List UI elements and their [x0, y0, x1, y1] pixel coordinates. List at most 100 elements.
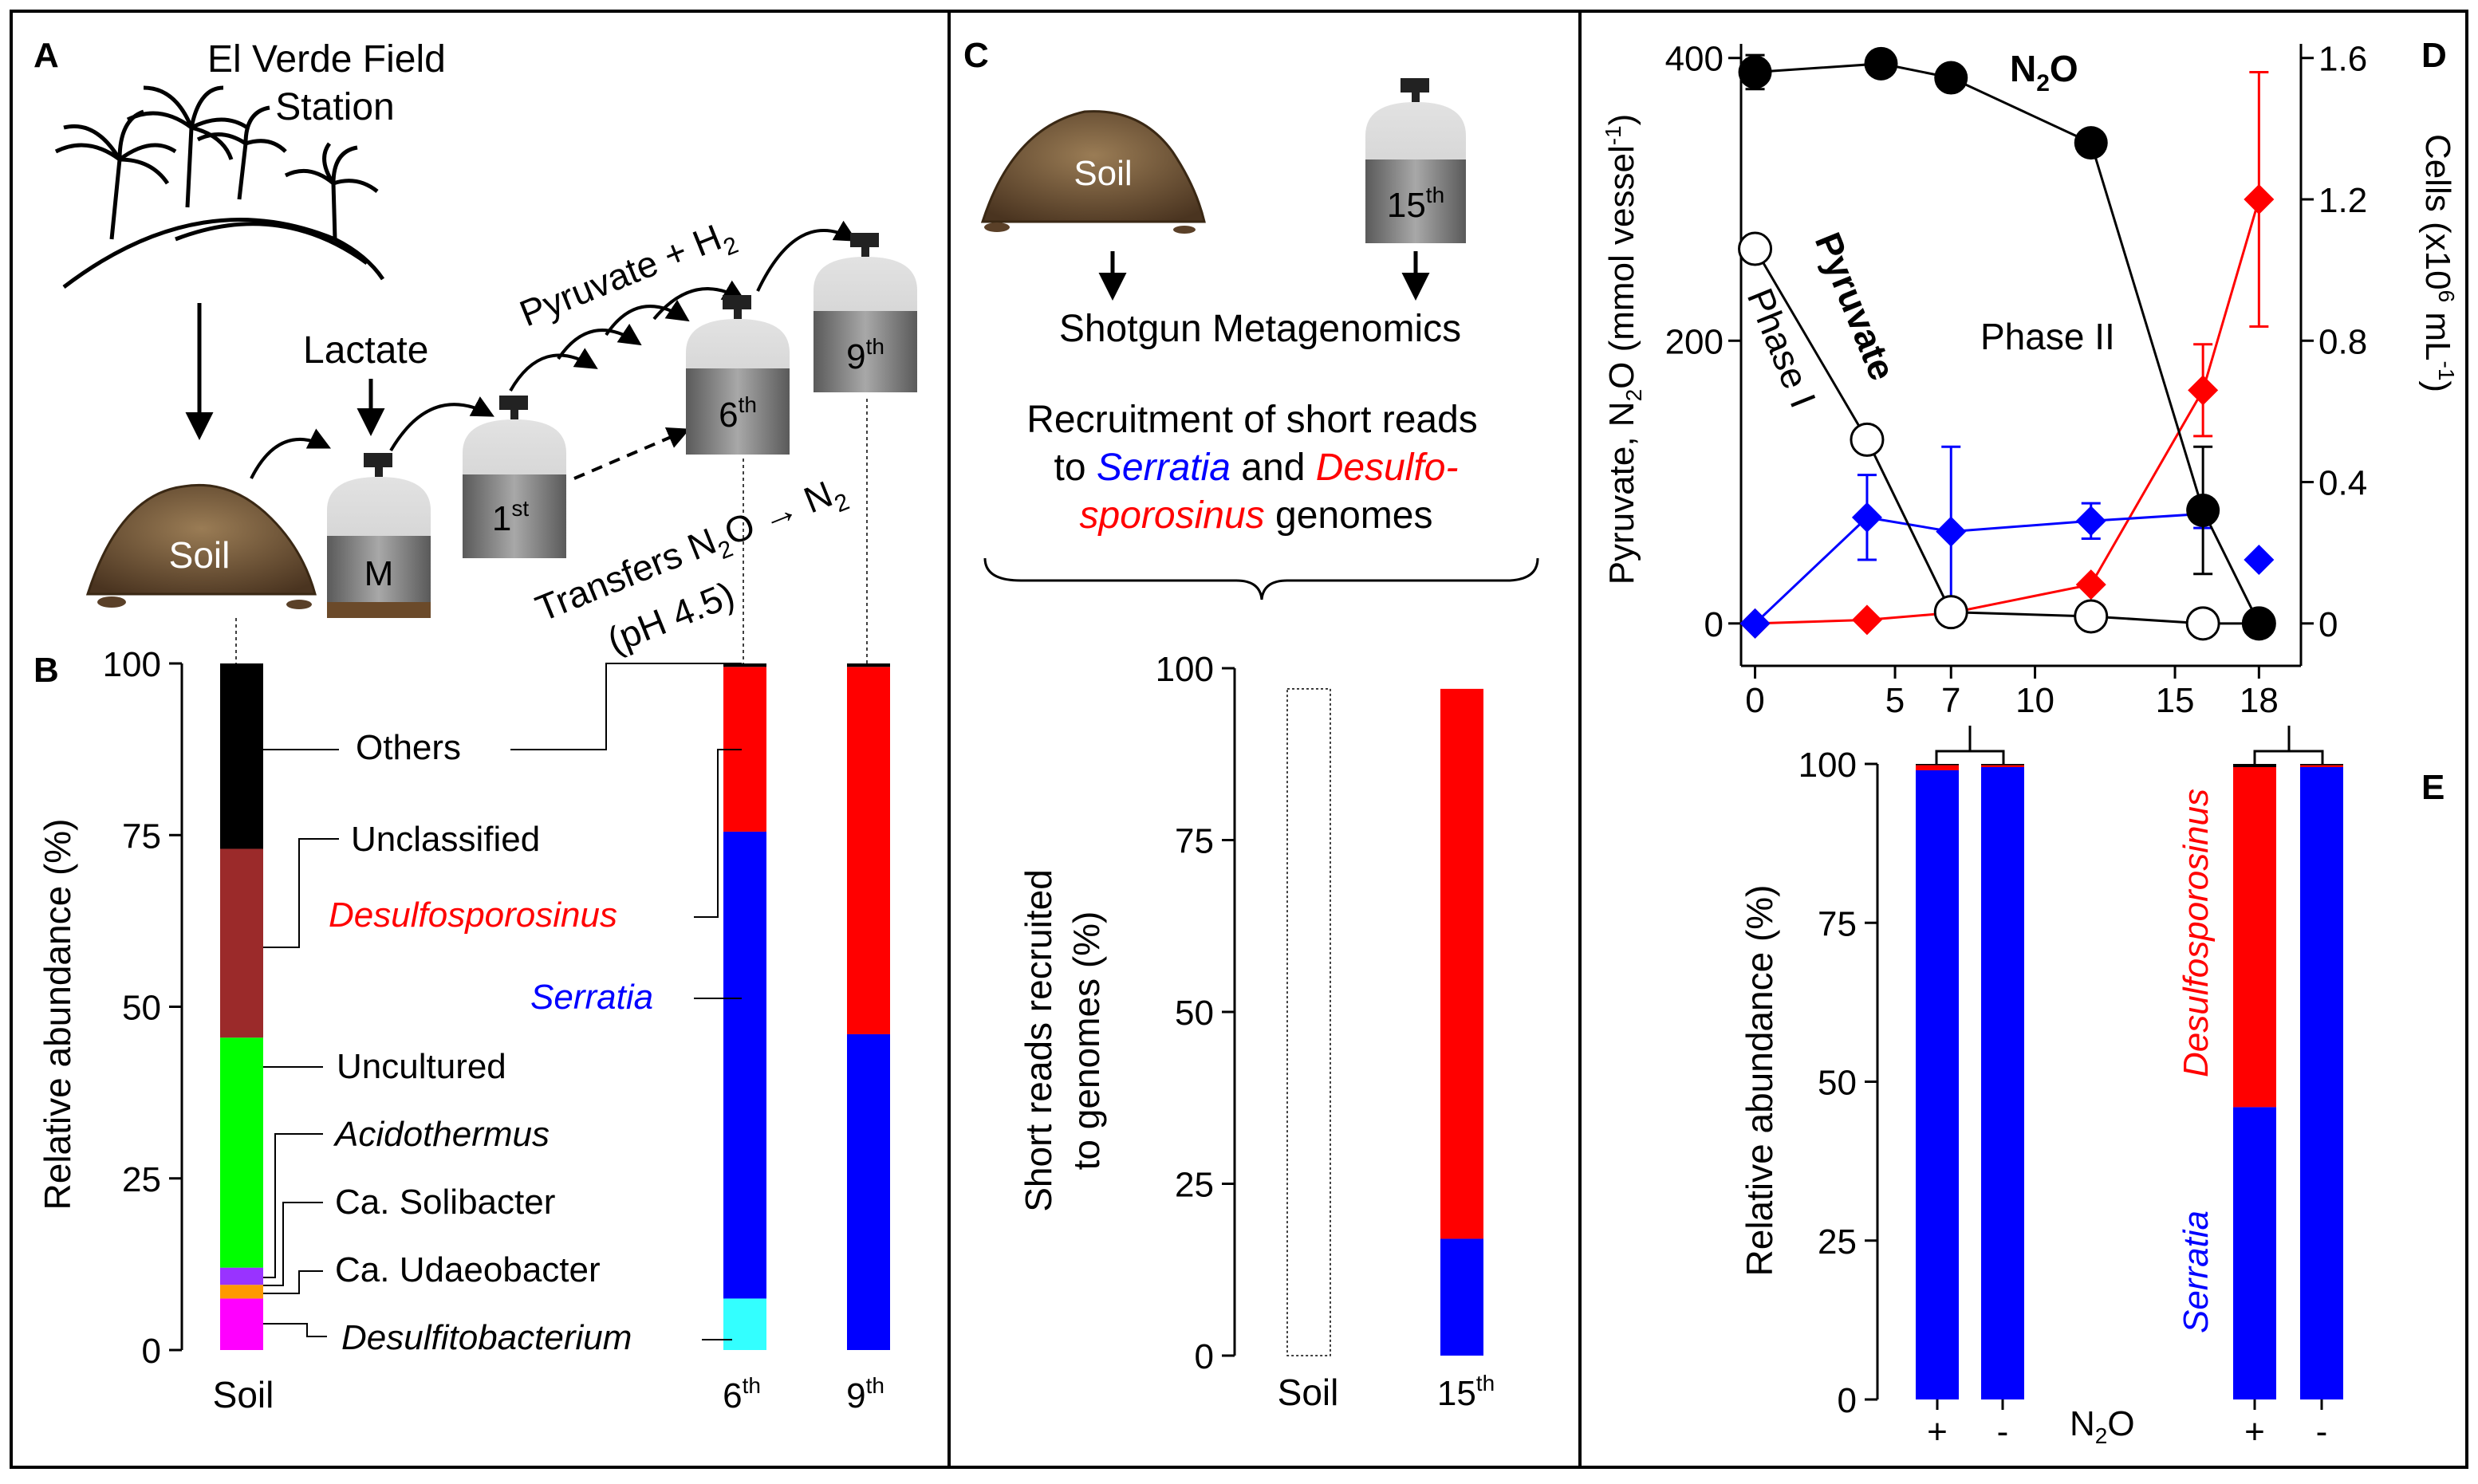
panel-c-ylabel2: to genomes (%): [1066, 911, 1107, 1171]
bar-segment: [220, 1285, 263, 1299]
y-tick-label: 0: [142, 1332, 161, 1371]
legend-desulfosporosinus: Desulfosporosinus: [329, 896, 617, 935]
recruit-line2: to Serratia and Desulfo-: [1054, 447, 1459, 489]
bar-segment: [723, 663, 766, 667]
soil-label-c: Soil: [1074, 154, 1132, 193]
bar-segment: [220, 663, 263, 849]
filled-circle-marker: [2242, 606, 2276, 640]
x-label-soil-c: Soil: [1278, 1372, 1339, 1413]
bottle-1st-label: 1st: [492, 496, 529, 538]
recruit-line3: sporosinus genomes: [1080, 494, 1433, 537]
n2o-series-label: N2O: [2010, 48, 2078, 96]
panel-e-ylabel: Relative abundance (%): [1739, 885, 1780, 1277]
x-tick-label: 0: [1745, 681, 1764, 720]
arrow-curve: [557, 323, 642, 360]
bar-segment: [847, 667, 890, 1034]
soil-label-a: Soil: [169, 534, 230, 576]
bar-segment: [723, 1298, 766, 1350]
panel-c: C Soil 15th Shotgun Metagenomics Recruit…: [963, 36, 1539, 1413]
bar-segment: [2233, 1107, 2276, 1399]
legend-unclassified: Unclassified: [351, 820, 540, 859]
y-tick-label: 75: [122, 817, 161, 856]
arrow-curve: [509, 348, 598, 392]
phase2-label: Phase II: [1980, 316, 2115, 357]
bar-segment: [2300, 764, 2343, 766]
bar-segment: [1916, 765, 1959, 770]
y-tick-label: 25: [122, 1160, 161, 1199]
arrow-curve: [605, 299, 690, 337]
x-tick-label: 7: [1941, 681, 1960, 720]
bar-segment: [2233, 764, 2276, 767]
x-label-soil: Soil: [213, 1374, 274, 1415]
diamond-marker: [2244, 545, 2275, 576]
bar-segment: [2300, 766, 2343, 1399]
bar-segment: [220, 1037, 263, 1268]
bar-segment: [1440, 1238, 1483, 1356]
x-tick-label: 15: [2156, 681, 2195, 720]
filled-circle-marker: [2186, 494, 2220, 527]
bar-segment: [847, 663, 890, 667]
y-tick-label: 50: [1818, 1064, 1857, 1103]
soil-pile-icon: [85, 483, 317, 609]
panel-d-ylabel-right: Cells (x106 mL-1): [2418, 134, 2459, 392]
filled-circle-marker: [1738, 55, 1772, 89]
panel-a: A El Verde Field Station Soil Lactate: [33, 36, 917, 663]
bar-segment: [1981, 765, 2024, 767]
bottle-icon: [1365, 78, 1466, 243]
series-line: [1754, 248, 2259, 625]
brace: [983, 557, 1539, 600]
y-tick-label: 0: [1704, 605, 1724, 644]
bottle-icon: [686, 295, 790, 455]
panel-d-label: D: [2421, 36, 2447, 75]
recruit-line1: Recruitment of short reads: [1026, 399, 1478, 441]
y-tick-label: 75: [1818, 904, 1857, 943]
soil-pile-icon: [980, 110, 1206, 234]
arrow-curve: [652, 280, 746, 321]
arrow-dashed: [573, 427, 691, 480]
bar-segment: [220, 848, 263, 1038]
y-tick-label: 100: [1156, 650, 1214, 689]
x-label-9th: 9th: [846, 1373, 884, 1415]
y-tick-label: 200: [1665, 322, 1724, 361]
panel-frame-ab: [10, 10, 951, 1469]
arrow-curve: [756, 220, 857, 292]
filled-circle-marker: [1934, 61, 1968, 95]
diamond-marker: [1851, 502, 1882, 533]
legend-desulfitobacterium: Desulfitobacterium: [341, 1318, 632, 1357]
bracket-lines: [1935, 726, 2324, 764]
bar-segment: [723, 831, 766, 1299]
x-tick-label: +: [2244, 1412, 2265, 1451]
y-tick-label-right: 0.8: [2318, 322, 2367, 361]
legend-serratia: Serratia: [530, 978, 653, 1017]
x-tick-label: -: [2316, 1412, 2328, 1451]
bottle-15th-label: 15th: [1387, 183, 1444, 225]
bar-segment: [220, 1298, 263, 1350]
filled-circle-marker: [2074, 126, 2108, 160]
x-tick-label: 5: [1885, 681, 1905, 720]
legend-others: Others: [356, 728, 461, 767]
bar-segment: [1981, 766, 2024, 1399]
open-circle-marker: [1738, 231, 1773, 266]
desulfo-rotated-label: Desulfosporosinus: [2177, 789, 2216, 1077]
y-tick-label: 50: [122, 989, 161, 1028]
x-tick-label: 10: [2015, 681, 2054, 720]
panel-frame-c: [947, 10, 1582, 1469]
panel-c-label: C: [963, 36, 989, 75]
bottle-icon: [814, 233, 917, 392]
diamond-marker: [1851, 604, 1882, 636]
y-tick-label: 25: [1818, 1222, 1857, 1262]
diamond-marker: [1739, 608, 1771, 639]
legend-uncultured: Uncultured: [337, 1047, 506, 1086]
bottle-icon: [327, 453, 431, 618]
bar-segment: [220, 1267, 263, 1285]
bar-segment: [2233, 766, 2276, 1108]
arrow-curve: [250, 428, 332, 479]
x-tick-label: +: [1927, 1412, 1948, 1451]
x-label-15th: 15th: [1437, 1371, 1495, 1413]
serratia-rotated-label: Serratia: [2177, 1210, 2216, 1333]
bottle-icon: [463, 396, 566, 558]
legend-udaeobacter: Ca. Udaeobacter: [335, 1250, 601, 1289]
open-circle-marker: [2074, 599, 2109, 634]
